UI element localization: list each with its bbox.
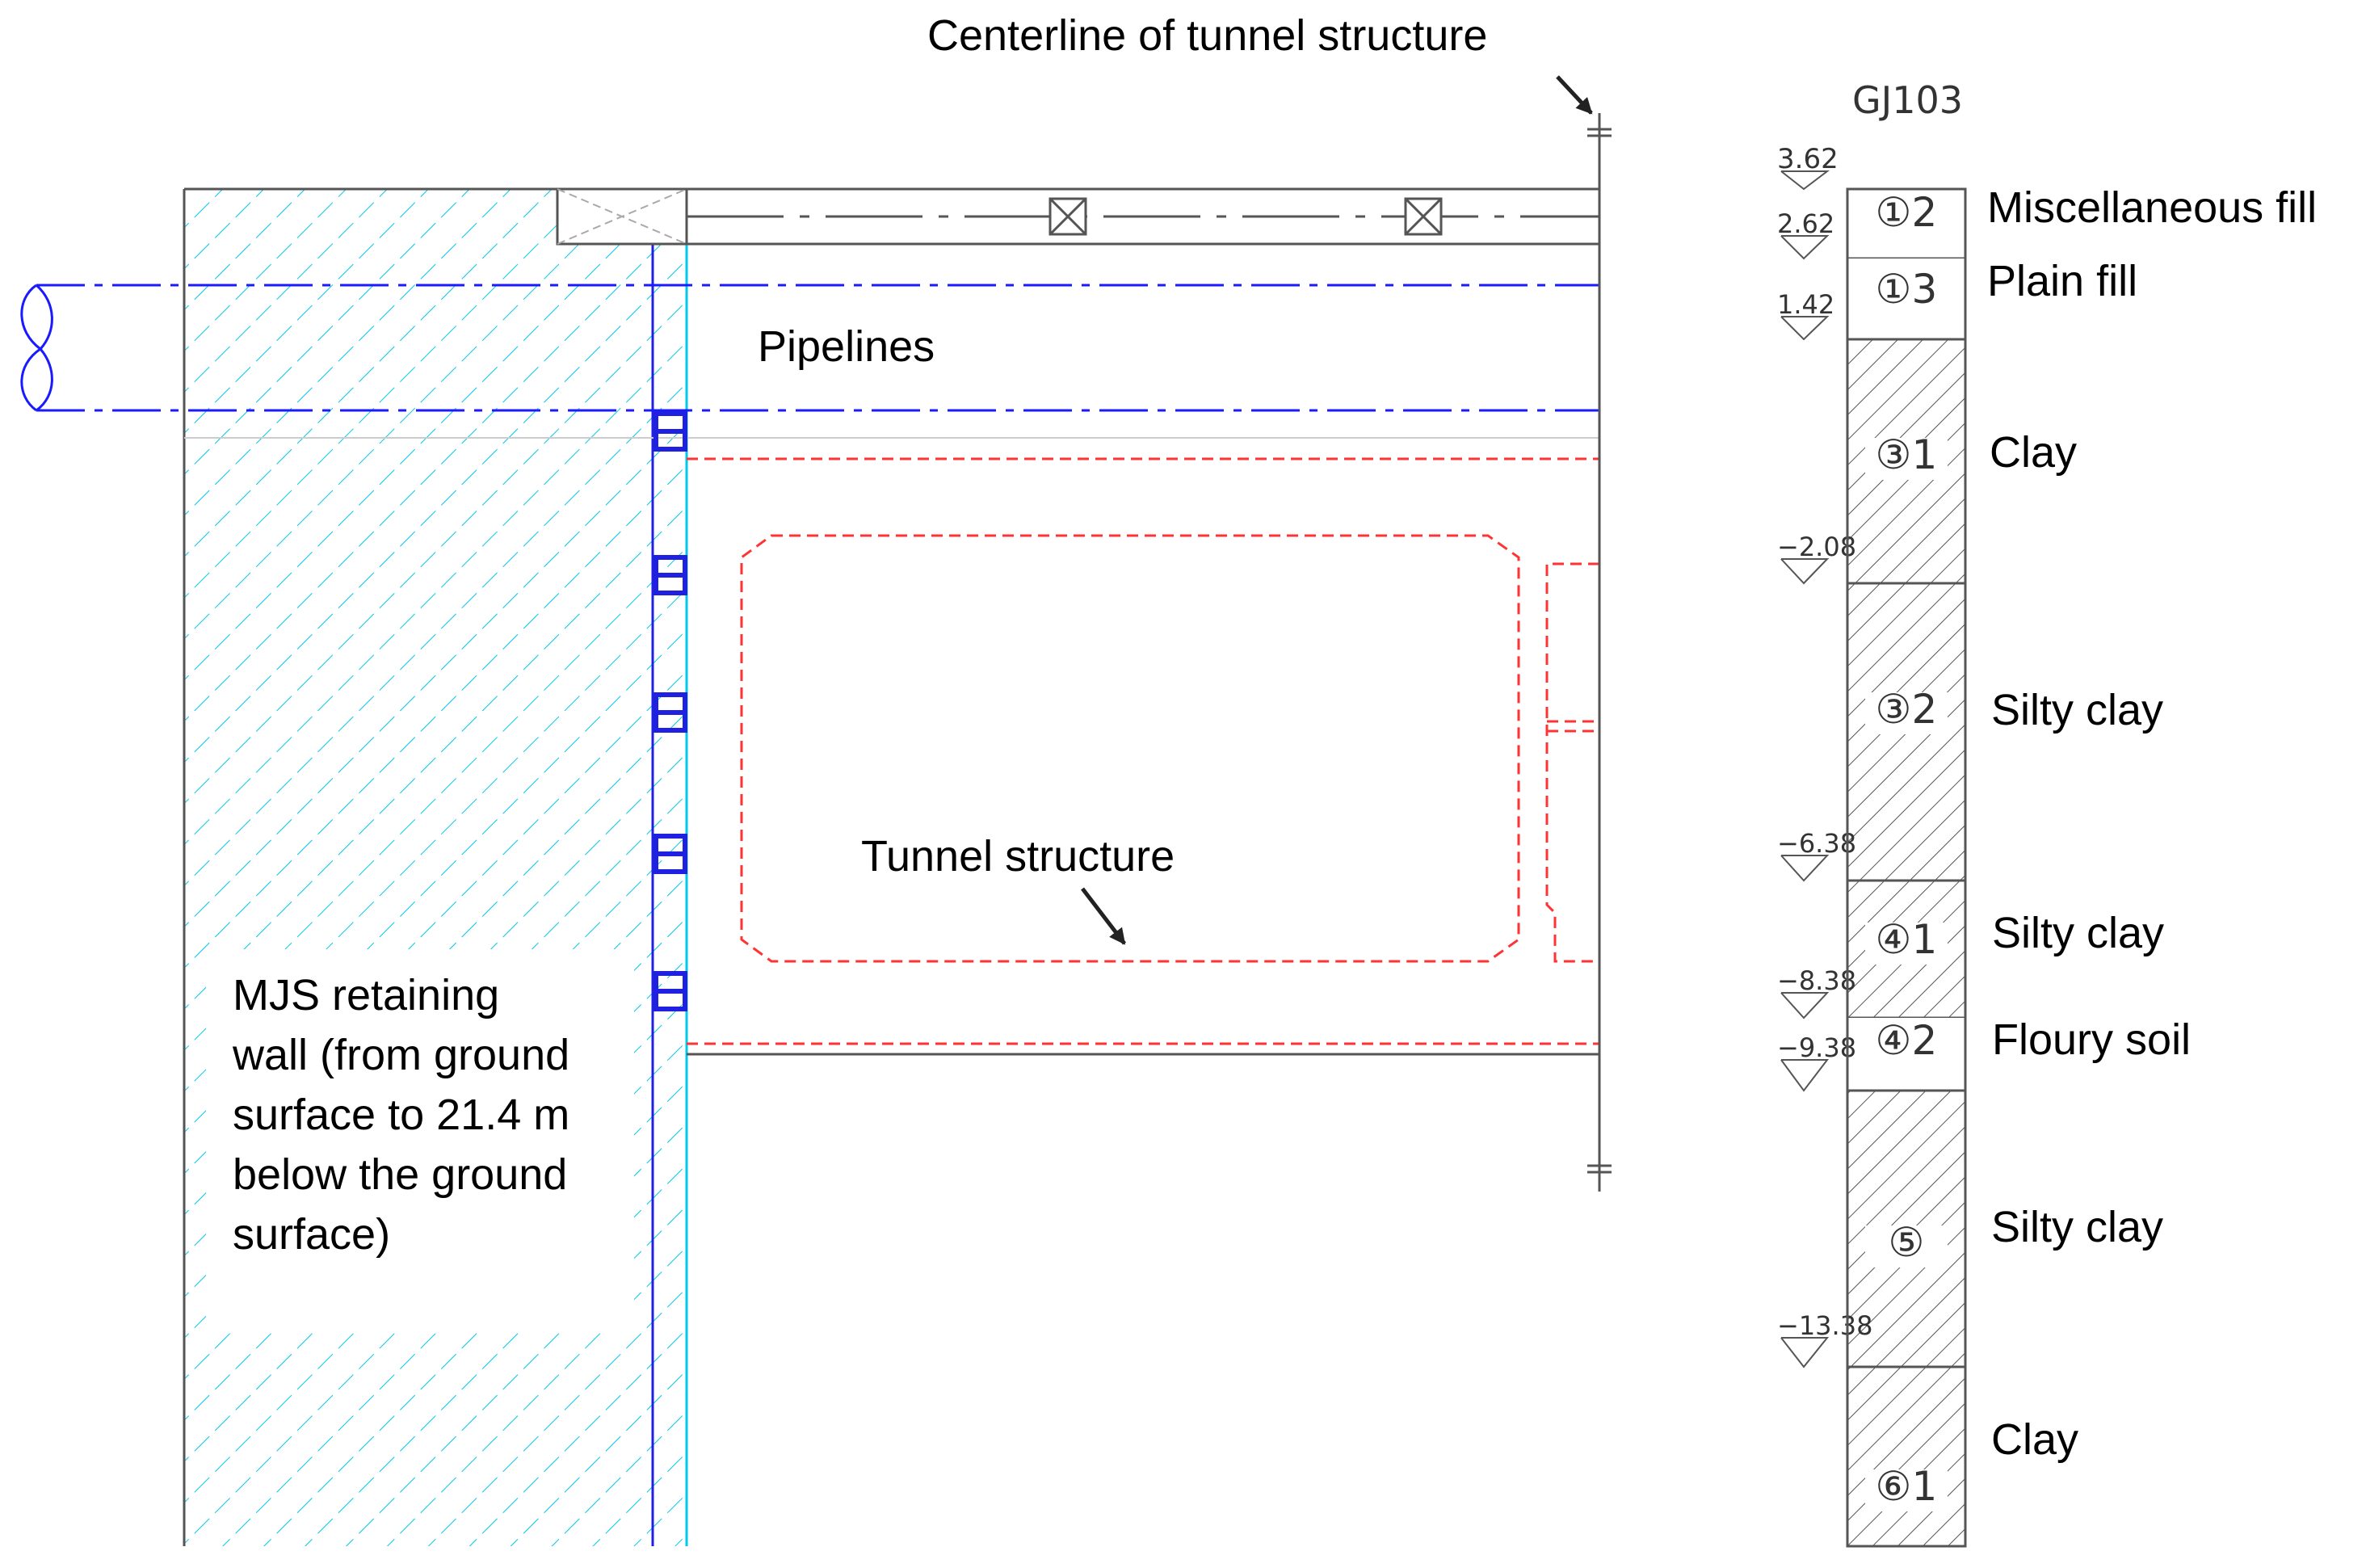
boxed-x-marker bbox=[1404, 197, 1443, 236]
borehole-top-elevation: 3.62 bbox=[1777, 143, 1839, 175]
layer-code-backing bbox=[1865, 1469, 1948, 1511]
layer-name: Clay bbox=[1991, 1415, 2078, 1464]
layer-elevation: −13.38 bbox=[1777, 1310, 1872, 1341]
tunnel-structure-label: Tunnel structure bbox=[861, 832, 1175, 881]
boxed-x-marker bbox=[1049, 197, 1087, 236]
wall-hatch-right bbox=[653, 234, 687, 1546]
mjs-wall-label-line: surface) bbox=[233, 1210, 390, 1259]
layer-elevation: −2.08 bbox=[1777, 532, 1856, 562]
borehole-layer: ⑥1 Clay bbox=[1847, 1367, 2078, 1546]
borehole-column-outline bbox=[1846, 187, 1967, 1548]
mjs-wall-label: MJS retaining wall (from ground surface … bbox=[232, 971, 569, 1259]
borehole-layer: ①2 Miscellaneous fill 2.62 bbox=[1777, 183, 2317, 260]
elevation-marker bbox=[1780, 1059, 1830, 1092]
road-xbox-b bbox=[557, 188, 687, 245]
wall-struts bbox=[653, 411, 687, 1011]
strut bbox=[653, 411, 687, 452]
pipelines-label: Pipelines bbox=[758, 322, 935, 371]
layer-code: ①2 bbox=[1876, 189, 1938, 236]
layer-name: Miscellaneous fill bbox=[1987, 183, 2317, 232]
mjs-retaining-wall bbox=[183, 187, 688, 1546]
layer-name: Silty clay bbox=[1991, 686, 2163, 734]
wall-hatch-left bbox=[184, 189, 653, 1546]
wall-label-mask bbox=[206, 949, 634, 1329]
layer-code-backing bbox=[1865, 1225, 1948, 1267]
borehole-layer: ④1 Silty clay −8.38 bbox=[1777, 881, 2164, 1019]
borehole-layer: ③1 Clay −2.08 bbox=[1777, 339, 2077, 585]
borehole-layer: ③2 Silty clay −6.38 bbox=[1777, 583, 2163, 882]
strut bbox=[653, 555, 687, 595]
layer-code-backing bbox=[1865, 1024, 1948, 1066]
tunnel-structure-arrow bbox=[1081, 887, 1126, 945]
borehole-log: GJ103 3.62 ①2 Miscellaneous fill 2.62 ①3 Pla… bbox=[1777, 78, 2317, 1548]
layer-elevation: −8.38 bbox=[1777, 965, 1856, 996]
layer-code-backing bbox=[1865, 923, 1948, 965]
layer-elevation: 2.62 bbox=[1777, 208, 1834, 239]
layer-code: ⑥1 bbox=[1876, 1463, 1938, 1510]
tunnel-right-cell bbox=[1545, 562, 1599, 963]
layer-name: Silty clay bbox=[1991, 1203, 2163, 1251]
layer-name: Plain fill bbox=[1987, 257, 2137, 305]
layer-name: Clay bbox=[1990, 428, 2077, 477]
layer-code-backing bbox=[1865, 195, 1948, 238]
mjs-wall-label-line: wall (from ground bbox=[232, 1031, 569, 1079]
borehole-layer: ⑤ Silty clay −13.38 bbox=[1777, 1091, 2163, 1368]
elevation-marker bbox=[1780, 316, 1830, 341]
elevation-marker bbox=[1780, 558, 1830, 585]
layer-code: ④2 bbox=[1876, 1017, 1938, 1064]
mjs-wall-label-line: surface to 21.4 m bbox=[233, 1091, 569, 1139]
layer-name: Floury soil bbox=[1992, 1015, 2191, 1064]
layer-code-backing bbox=[1865, 438, 1948, 480]
layer-code: ③1 bbox=[1876, 431, 1938, 478]
pipelines bbox=[20, 284, 1599, 439]
borehole-layers: ①2 Miscellaneous fill 2.62 ①3 Plain fill 1.42… bbox=[1777, 183, 2317, 1546]
tunnel-inner-box bbox=[740, 534, 1520, 963]
road-structure bbox=[556, 187, 1601, 246]
layer-elevation: 1.42 bbox=[1777, 289, 1834, 320]
tunnel-structure bbox=[687, 457, 1599, 1056]
layer-fill bbox=[1847, 1367, 1965, 1546]
layer-elevation: −9.38 bbox=[1777, 1032, 1856, 1063]
borehole-layer: ④2 Floury soil −9.38 bbox=[1777, 1015, 2191, 1092]
centerline-label: Centerline of tunnel structure bbox=[927, 11, 1487, 60]
strut bbox=[653, 971, 687, 1011]
layer-code-backing bbox=[1865, 272, 1948, 314]
layer-code: ①3 bbox=[1876, 266, 1938, 313]
borehole-layer: ①3 Plain fill 1.42 bbox=[1777, 257, 2137, 341]
strut bbox=[653, 834, 687, 874]
layer-code: ③2 bbox=[1876, 686, 1938, 733]
elevation-marker bbox=[1780, 992, 1830, 1019]
mjs-wall-label-line: MJS retaining bbox=[233, 971, 499, 1019]
layer-name: Silty clay bbox=[1992, 909, 2164, 957]
layer-code-backing bbox=[1865, 692, 1948, 734]
layer-elevation: −6.38 bbox=[1777, 828, 1856, 859]
elevation-marker bbox=[1780, 1337, 1830, 1368]
layer-code: ⑤ bbox=[1889, 1219, 1925, 1266]
elevation-marker bbox=[1780, 855, 1830, 882]
centerline bbox=[1556, 75, 1612, 1192]
elevation-marker bbox=[1780, 170, 1830, 191]
strut bbox=[653, 692, 687, 733]
layer-code: ④1 bbox=[1876, 916, 1938, 963]
elevation-marker bbox=[1780, 235, 1830, 260]
pipeline-break-symbol bbox=[20, 284, 53, 412]
mjs-wall-label-line: below the ground bbox=[233, 1150, 567, 1199]
centerline-arrow bbox=[1556, 75, 1593, 115]
borehole-id: GJ103 bbox=[1852, 78, 1963, 122]
